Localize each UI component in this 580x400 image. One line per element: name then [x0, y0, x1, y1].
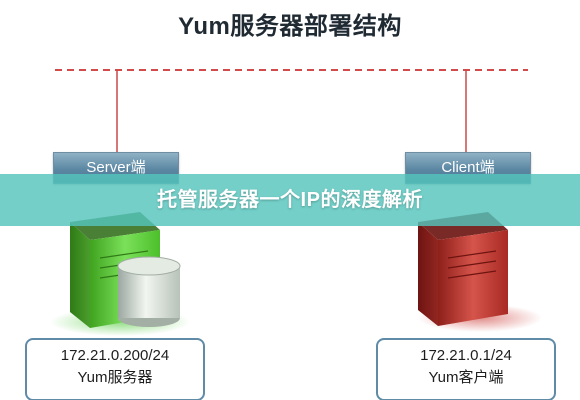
- diagram-title: Yum服务器部署结构: [178, 13, 402, 40]
- server-ip: 172.21.0.200/24: [60, 347, 170, 364]
- server-role: Yum服务器: [77, 369, 153, 386]
- client-tower-icon: [418, 212, 542, 332]
- client-info-box: 172.21.0.1/24 Yum客户端: [376, 338, 556, 400]
- database-cylinder-icon: [117, 256, 181, 327]
- client-role: Yum客户端: [428, 369, 504, 386]
- overlay-banner: 托管服务器一个IP的深度解析: [0, 174, 580, 226]
- server-info-box: 172.21.0.200/24 Yum服务器: [25, 338, 205, 400]
- client-ip: 172.21.0.1/24: [420, 347, 512, 364]
